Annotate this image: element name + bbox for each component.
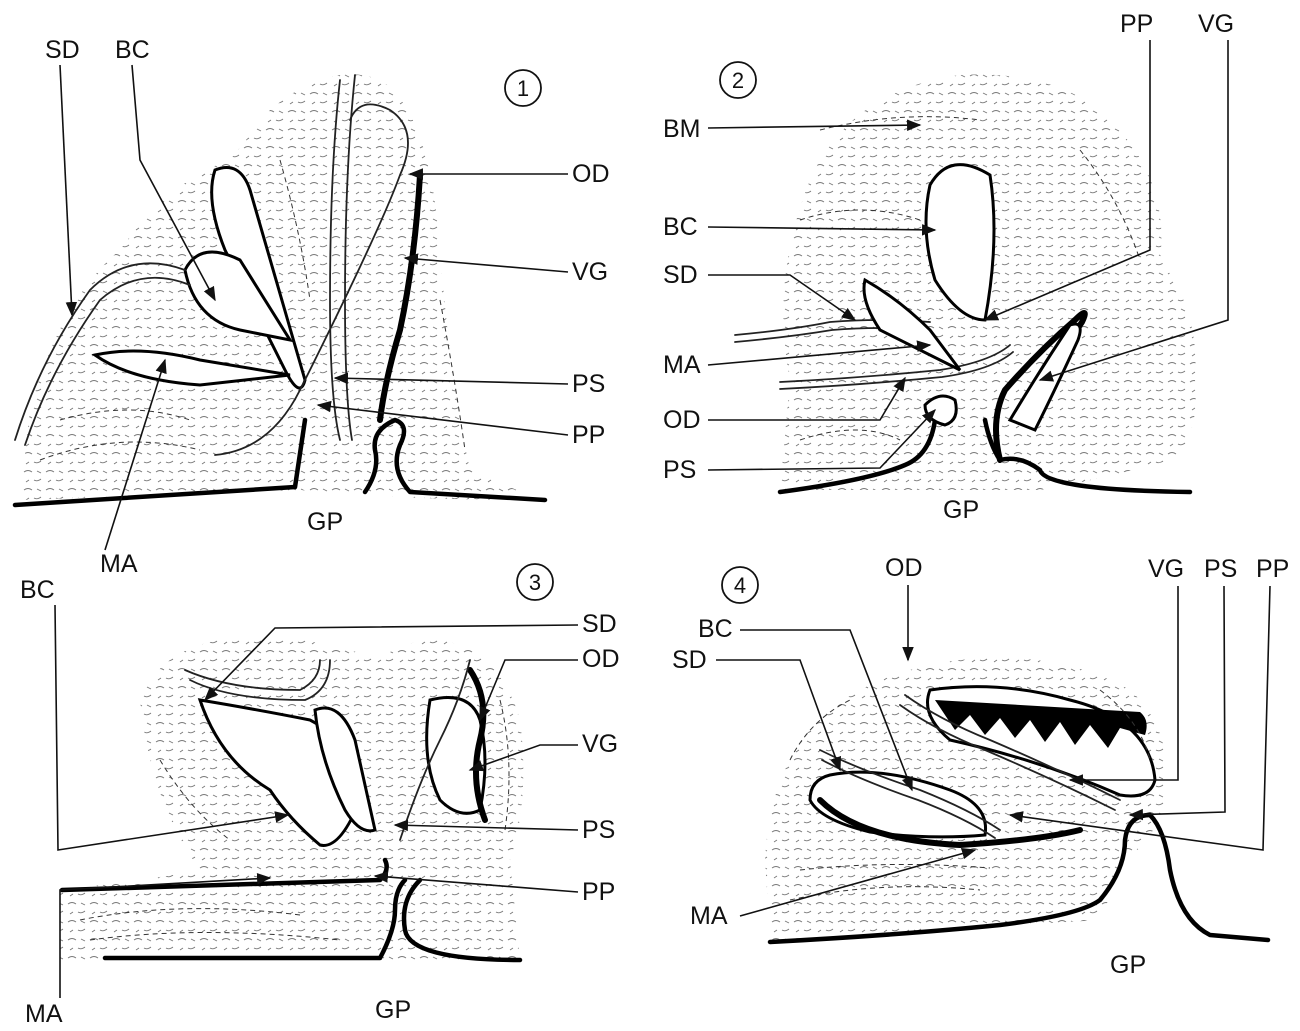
panel-4-label-OD: OD [885,554,923,582]
panel-4-number: 4 [734,573,746,598]
panel-1-label-BC: BC [115,36,150,64]
panel-1-label-PP: PP [572,421,605,449]
panel-2-label-BM: BM [663,115,701,143]
panel-1-tissue [20,74,540,500]
panel-3-label-GP: GP [375,996,411,1024]
panel-2-label-SD: SD [663,261,698,289]
panel-2-label-GP: GP [943,496,979,524]
panel-4-label-SD: SD [672,646,707,674]
panel-4-penis-duct [1150,815,1268,940]
panel-3-label-OD: OD [582,645,620,673]
panel-1-label-MA: MA [100,550,138,578]
panel-4-label-BC: BC [698,615,733,643]
panel-2-label-PS: PS [663,456,696,484]
panel-3-number: 3 [529,570,541,595]
panel-3-label-VG: VG [582,730,618,758]
panel-1-label-SD: SD [45,36,80,64]
panel-1-label-OD: OD [572,160,610,188]
panel-4-label-PP: PP [1256,555,1289,583]
panel-4-label-GP: GP [1110,951,1146,979]
panel-4-label-PS: PS [1204,555,1237,583]
panel-2: 2 BM BC SD MA OD PS PP VG GP [663,10,1234,524]
panel-2-label-PP: PP [1120,10,1153,38]
panel-2-label-BC: BC [663,213,698,241]
panel-4-label-MA: MA [690,902,728,930]
panel-3-label-MA: MA [25,1000,63,1028]
panel-1: 1 SD BC OD VG PS PP MA GP [15,36,610,578]
panel-2-label-OD: OD [663,406,701,434]
panel-3-label-SD: SD [582,610,617,638]
panel-3: 3 BC SD OD VG PS PP MA GP [20,564,620,1028]
panel-2-label-MA: MA [663,351,701,379]
panel-3-label-PS: PS [582,816,615,844]
panel-3-label-PP: PP [582,878,615,906]
panel-2-label-VG: VG [1198,10,1234,38]
panel-3-label-BC: BC [20,576,55,604]
panel-4-label-VG: VG [1148,555,1184,583]
panel-1-label-PS: PS [572,370,605,398]
panel-1-label-VG: VG [572,258,608,286]
panel-1-label-GP: GP [307,508,343,536]
panel-2-number: 2 [732,68,744,93]
panel-1-number: 1 [517,76,529,101]
panel-4: 4 BC SD OD VG PS PP MA GP [672,554,1289,979]
panel-1-leader-SD [60,65,72,315]
